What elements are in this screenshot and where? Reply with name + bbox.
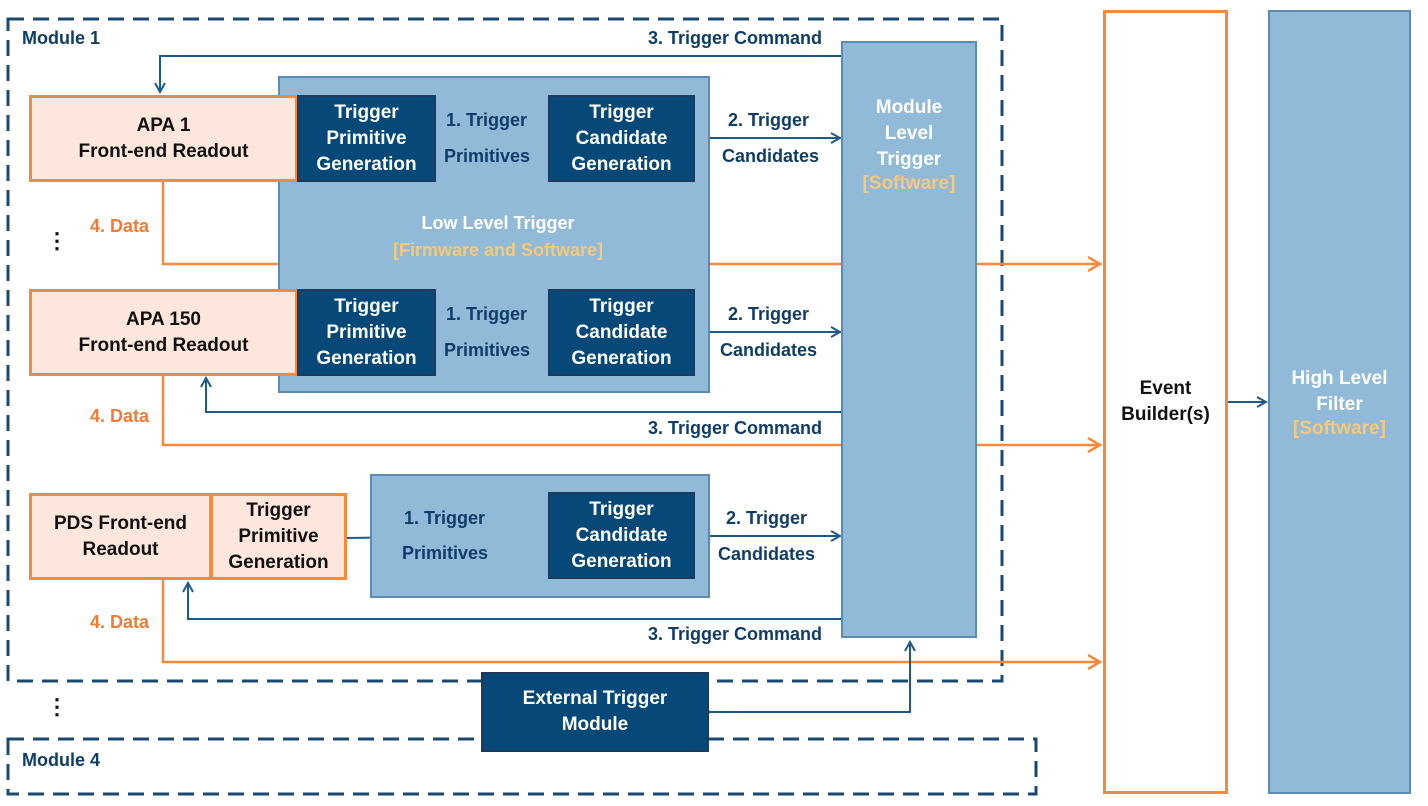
apa1-data-label: 4. Data [90, 216, 150, 236]
apa150-tp-edge-1: 1. Trigger [446, 304, 528, 324]
ellipsis-modules-lower: ⋮ [46, 694, 68, 719]
hlf-subtitle: [Software] [1293, 418, 1386, 439]
llt-subtitle: [Firmware and Software] [392, 240, 604, 260]
mlt-title: Module Level Trigger [875, 97, 943, 170]
apa1-tc-edge-1: 2. Trigger [728, 110, 810, 130]
apa150-cmd-label: 3. Trigger Command [648, 418, 823, 438]
module1-label: Module 1 [22, 28, 101, 48]
event-builder: Event Builder(s) [1103, 10, 1228, 794]
apa150-tp-edge-2: Primitives [444, 340, 531, 360]
apa1-tc-edge-2: Candidates [722, 146, 820, 166]
apa1-tc-generation: Trigger Candidate Generation [548, 95, 695, 182]
apa150-data-label: 4. Data [90, 406, 150, 426]
apa150-tc-generation: Trigger Candidate Generation [548, 289, 695, 376]
apa150-readout: APA 150 Front-end Readout [29, 289, 298, 376]
pds-tc-generation: Trigger Candidate Generation [548, 492, 695, 579]
cmd-line-pds [188, 583, 842, 620]
apa1-cmd-label: 3. Trigger Command [648, 28, 823, 48]
pds-tc-edge-2: Candidates [718, 544, 816, 564]
apa150-tp-generation: Trigger Primitive Generation [297, 289, 436, 376]
apa1-tp-generation: Trigger Primitive Generation [297, 95, 436, 182]
pds-data-label: 4. Data [90, 612, 150, 632]
llt-title: Low Level Trigger [421, 213, 575, 233]
apa150-tc-edge-1: 2. Trigger [728, 304, 810, 324]
apa1-tp-edge-1: 1. Trigger [446, 110, 528, 130]
data-line-apa1 [161, 182, 1100, 264]
mlt-subtitle: [Software] [862, 173, 956, 194]
high-level-filter: High Level Filter [Software] [1268, 10, 1411, 794]
hlf-title: High Level Filter [1291, 368, 1388, 415]
pds-tc-edge-1: 2. Trigger [726, 508, 808, 528]
external-trigger-module: External Trigger Module [481, 672, 709, 752]
ellipsis-modules: ⋮ [46, 228, 68, 253]
apa1-tp-edge-2: Primitives [444, 146, 531, 166]
pds-tp-generation: Trigger Primitive Generation [210, 493, 347, 580]
module4-label: Module 4 [22, 750, 101, 770]
apa1-readout: APA 1 Front-end Readout [29, 95, 298, 182]
module-level-trigger: Module Level Trigger [Software] [841, 41, 977, 638]
pds-tp-edge-1: 1. Trigger [404, 508, 486, 528]
data-line-apa150 [161, 376, 1100, 445]
cmd-line-apa1 [160, 55, 842, 92]
pds-cmd-label: 3. Trigger Command [648, 624, 823, 644]
event-builder-label: Event Builder(s) [1121, 378, 1210, 425]
cmd-line-apa150 [206, 378, 842, 413]
apa150-tc-edge-2: Candidates [720, 340, 818, 360]
external-link [710, 642, 910, 712]
pds-tp-edge-2: Primitives [402, 543, 489, 563]
pds-readout: PDS Front-end Readout [29, 493, 212, 580]
